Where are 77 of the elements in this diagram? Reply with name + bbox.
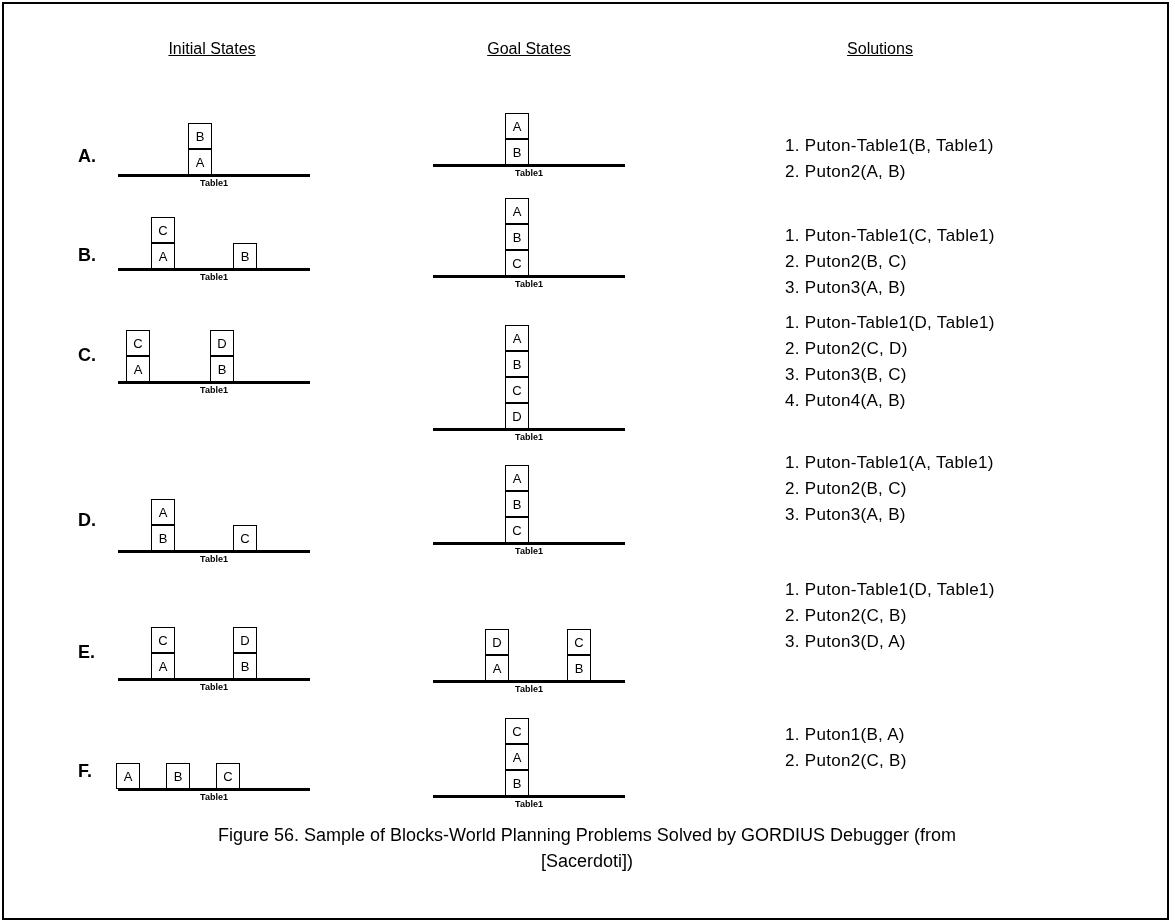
solution-step: 3. Puton3(A, B) (785, 278, 906, 298)
block-box: A (151, 243, 175, 269)
block-box: B (210, 356, 234, 382)
row-letter: C. (78, 345, 96, 366)
table-label: Table1 (200, 554, 228, 564)
table-label: Table1 (200, 385, 228, 395)
table-label: Table1 (515, 684, 543, 694)
row-letter: F. (78, 761, 92, 782)
block-box: C (505, 377, 529, 403)
solution-step: 4. Puton4(A, B) (785, 391, 906, 411)
solution-step: 1. Puton1(B, A) (785, 725, 905, 745)
block-box: C (505, 718, 529, 744)
table-label: Table1 (200, 682, 228, 692)
block-box: B (188, 123, 212, 149)
solution-step: 3. Puton3(D, A) (785, 632, 906, 652)
row-letter: B. (78, 245, 96, 266)
row-letter: D. (78, 510, 96, 531)
block-box: B (567, 655, 591, 681)
solution-step: 2. Puton2(A, B) (785, 162, 906, 182)
block-box: C (216, 763, 240, 789)
table-label: Table1 (515, 279, 543, 289)
row-letter: E. (78, 642, 95, 663)
table-label: Table1 (200, 792, 228, 802)
block-box: C (233, 525, 257, 551)
block-box: D (210, 330, 234, 356)
solution-step: 2. Puton2(C, B) (785, 751, 907, 771)
block-box: B (505, 351, 529, 377)
solution-step: 2. Puton2(C, D) (785, 339, 908, 359)
solution-step: 2. Puton2(B, C) (785, 252, 907, 272)
block-box: C (151, 217, 175, 243)
block-box: A (151, 653, 175, 679)
block-box: B (505, 770, 529, 796)
block-box: A (485, 655, 509, 681)
column-heading: Initial States (168, 40, 256, 58)
block-box: B (505, 491, 529, 517)
block-box: A (151, 499, 175, 525)
figure-caption: Figure 56. Sample of Blocks-World Planning Problems Solved by GORDIUS Debugger (from [Sacerdoti]) (217, 824, 957, 873)
block-box: D (233, 627, 257, 653)
block-box: A (126, 356, 150, 382)
block-box: A (505, 198, 529, 224)
row-letter: A. (78, 146, 96, 167)
block-box: A (116, 763, 140, 789)
table-label: Table1 (200, 178, 228, 188)
solution-step: 3. Puton3(A, B) (785, 505, 906, 525)
solution-step: 1. Puton-Table1(A, Table1) (785, 453, 994, 473)
column-heading: Solutions (847, 40, 913, 58)
table-label: Table1 (515, 546, 543, 556)
block-box: B (505, 224, 529, 250)
column-heading: Goal States (487, 40, 571, 58)
solution-step: 1. Puton-Table1(B, Table1) (785, 136, 994, 156)
block-box: B (233, 653, 257, 679)
solution-step: 1. Puton-Table1(C, Table1) (785, 226, 995, 246)
block-box: B (151, 525, 175, 551)
block-box: C (505, 517, 529, 543)
block-box: C (567, 629, 591, 655)
block-box: D (485, 629, 509, 655)
block-box: A (505, 744, 529, 770)
block-box: A (505, 465, 529, 491)
solution-step: 2. Puton2(B, C) (785, 479, 907, 499)
block-box: A (505, 325, 529, 351)
solution-step: 1. Puton-Table1(D, Table1) (785, 313, 995, 333)
block-box: C (505, 250, 529, 276)
block-box: A (188, 149, 212, 175)
block-box: C (126, 330, 150, 356)
table-label: Table1 (515, 168, 543, 178)
block-box: B (505, 139, 529, 165)
block-box: B (166, 763, 190, 789)
block-box: B (233, 243, 257, 269)
table-label: Table1 (515, 799, 543, 809)
solution-step: 1. Puton-Table1(D, Table1) (785, 580, 995, 600)
table-label: Table1 (200, 272, 228, 282)
block-box: C (151, 627, 175, 653)
block-box: A (505, 113, 529, 139)
solution-step: 2. Puton2(C, B) (785, 606, 907, 626)
solution-step: 3. Puton3(B, C) (785, 365, 907, 385)
block-box: D (505, 403, 529, 429)
table-label: Table1 (515, 432, 543, 442)
